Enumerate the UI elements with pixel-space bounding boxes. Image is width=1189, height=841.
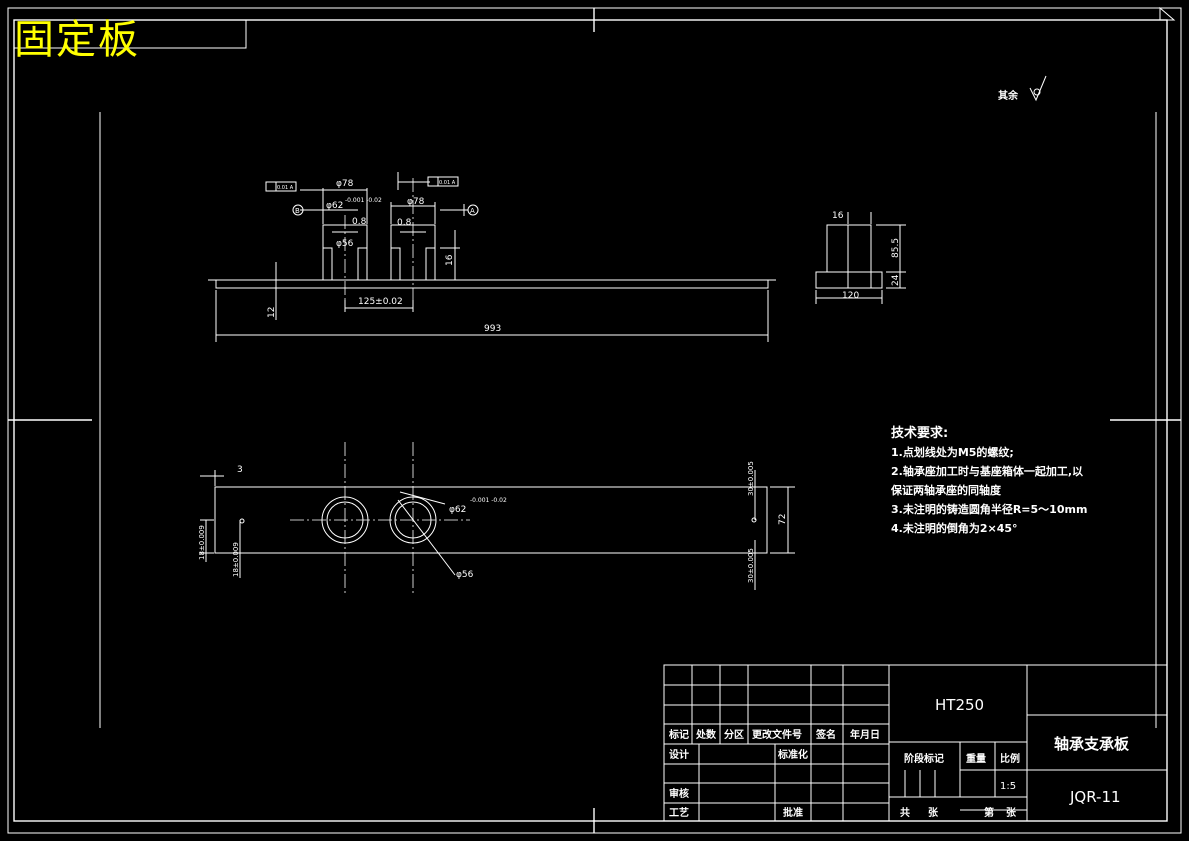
drawing-frame	[7, 6, 1182, 834]
dim-d62-left: φ62	[326, 201, 343, 211]
tb-h-gengai: 更改文件号	[752, 728, 802, 741]
tb-h-biaoji: 标记	[668, 728, 689, 741]
dim-24: 24	[891, 274, 901, 286]
tb-scale: 1:5	[1000, 781, 1016, 792]
dim-30-bottom: 30±0.005	[747, 548, 755, 583]
dim-18-left: 18±0.009	[198, 525, 206, 560]
tol-d62-left: -0.001 -0.02	[345, 197, 382, 204]
tb-zhongliang: 重量	[966, 752, 986, 765]
tb-zhang2: 张	[1006, 806, 1017, 819]
gdt-right: 0.01 A	[439, 180, 456, 186]
ra-right: 0.8	[397, 218, 412, 228]
datum-right: A	[470, 207, 475, 215]
tech-req-heading: 技术要求:	[891, 425, 948, 441]
tb-pizhun: 批准	[783, 806, 803, 819]
gdt-left: 0.01 A	[277, 185, 294, 191]
dim-120: 120	[842, 291, 859, 301]
title-block	[663, 664, 1168, 822]
tech-req-item2a: 2.轴承座加工时与基座箱体一起加工,以	[891, 464, 1083, 478]
tb-biaozhunhua: 标准化	[777, 748, 808, 761]
dim-125: 125±0.02	[358, 297, 403, 307]
dim-72: 72	[778, 514, 788, 525]
dim-d56-front: φ56	[336, 239, 354, 249]
dim-d78-right: φ78	[407, 197, 425, 207]
tb-zhang1: 张	[928, 806, 939, 819]
tb-gong: 共	[900, 806, 910, 819]
tb-h-fenqu: 分区	[724, 728, 744, 741]
title-corner-box	[13, 19, 247, 49]
dim-12: 12	[267, 307, 277, 318]
side-view	[815, 212, 906, 304]
tech-req-item3: 3.未注明的铸造圆角半径R=5～10mm	[891, 502, 1087, 516]
tb-material: HT250	[935, 696, 984, 714]
tb-h-chushu: 处数	[695, 728, 717, 741]
roughness-note: 其余	[998, 89, 1019, 102]
tb-part-name: 轴承支承板	[1054, 735, 1130, 753]
tb-drawing-no: JQR-11	[1069, 788, 1121, 806]
tb-h-qianming: 签名	[815, 728, 836, 741]
tb-h-riqi: 年月日	[850, 728, 880, 741]
dim-d78-left: φ78	[336, 179, 354, 189]
dim-993: 993	[484, 324, 501, 334]
dim-18-inner: 18±0.009	[232, 542, 240, 577]
tb-sheji: 设计	[669, 748, 689, 761]
dim-16-side: 16	[832, 211, 844, 221]
tb-shenhe: 审核	[669, 787, 689, 800]
tech-req-item4: 4.未注明的倒角为2×45°	[891, 521, 1018, 535]
dim-d56-top: φ56	[456, 570, 474, 580]
datum-left: B	[295, 207, 300, 215]
front-view	[208, 172, 776, 342]
dim-85-5: 85.5	[891, 238, 901, 258]
dim-3: 3	[237, 465, 243, 475]
tol-d62: -0.001 -0.02	[470, 497, 507, 504]
tb-jieduan: 阶段标记	[904, 752, 944, 765]
ra-left: 0.8	[352, 217, 367, 227]
tech-req-item2b: 保证两轴承座的同轴度	[890, 483, 1002, 497]
roughness-symbol	[1029, 75, 1047, 102]
tech-req-item1: 1.点划线处为M5的螺纹;	[891, 445, 1014, 459]
top-view	[200, 442, 795, 595]
dim-30-top: 30±0.005	[747, 461, 755, 496]
tb-bili: 比例	[1000, 752, 1020, 765]
dim-16-front: 16	[445, 254, 455, 266]
tb-di: 第	[984, 806, 994, 819]
dim-d62: φ62	[449, 505, 466, 515]
drawing-title: 固定板	[14, 17, 140, 63]
tb-gongyi: 工艺	[669, 806, 689, 819]
